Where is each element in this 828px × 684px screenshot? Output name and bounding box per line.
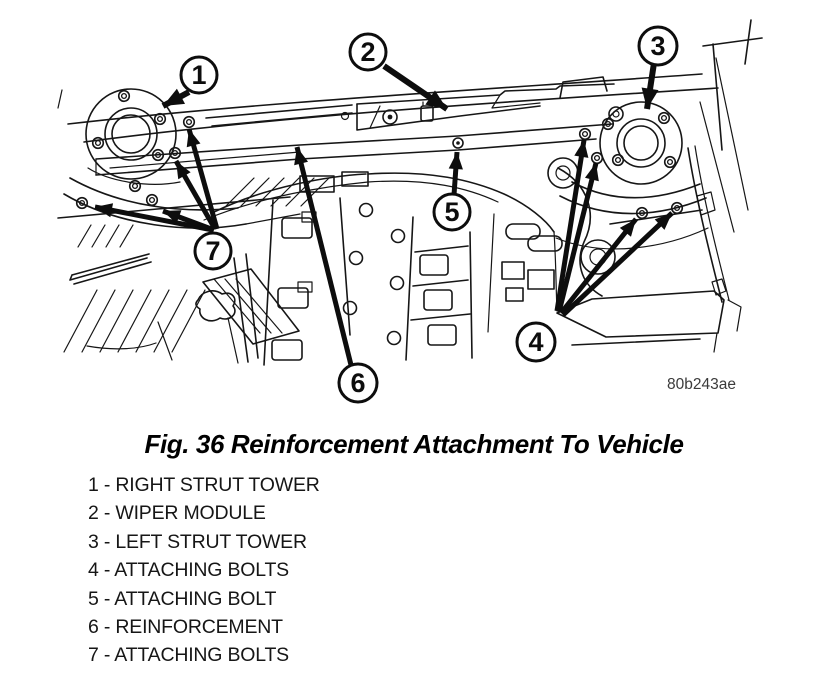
figure-36-diagram: 1 2 3 4 5 6 7 — [57, 19, 763, 404]
legend-item-1: 1 - RIGHT STRUT TOWER — [88, 474, 320, 496]
drawing-code: 80b243ae — [667, 376, 736, 393]
figure-caption: Fig. 36 Reinforcement Attachment To Vehi… — [144, 429, 684, 459]
callout-5: 5 — [432, 192, 472, 232]
callout-4-number: 4 — [528, 327, 543, 357]
engine-detail-left — [57, 172, 555, 363]
hoses-and-relays — [487, 157, 616, 333]
callout-3: 3 — [637, 25, 679, 67]
intake-runners — [157, 171, 473, 366]
legend-item-5: 5 - ATTACHING BOLT — [88, 587, 277, 610]
fender-and-apillar — [687, 19, 763, 303]
callout-2-number: 2 — [360, 37, 375, 67]
callout-4-arrows — [554, 139, 674, 317]
callout-1-number: 1 — [191, 60, 206, 90]
callout-4: 4 — [515, 321, 557, 363]
callout-5-arrow — [448, 151, 463, 196]
legend-item-2: 2 - WIPER MODULE — [88, 502, 266, 525]
callout-7-number: 7 — [205, 236, 220, 266]
callout-2-arrow — [382, 63, 449, 112]
callout-6: 6 — [337, 362, 379, 404]
right-strut-tower — [63, 88, 301, 229]
callout-5-number: 5 — [444, 197, 459, 227]
callout-7: 7 — [193, 231, 233, 271]
callout-6-arrow — [294, 146, 354, 366]
wiper-module — [356, 76, 624, 131]
reinforcement-bar — [95, 111, 613, 176]
callout-7-arrows — [94, 128, 220, 233]
callout-1: 1 — [179, 55, 219, 95]
callout-3-number: 3 — [650, 31, 665, 61]
callout-2: 2 — [348, 32, 388, 72]
legend-item-4: 4 - ATTACHING BOLTS — [88, 559, 289, 582]
callout-6-number: 6 — [350, 368, 365, 398]
callout-1-arrow — [161, 88, 191, 109]
legend-item-3: 3 - LEFT STRUT TOWER — [88, 530, 307, 553]
callout-3-arrow — [641, 62, 659, 110]
engine-bay-line-art: 1 2 3 4 5 6 7 — [57, 19, 763, 404]
bottom-right-panel — [556, 290, 742, 353]
legend-list: 1 - RIGHT STRUT TOWER 2 - WIPER MODULE 3… — [88, 471, 320, 670]
legend-item-6: 6 - REINFORCEMENT — [88, 616, 283, 639]
legend-item-7: 7 - ATTACHING BOLTS — [88, 644, 289, 667]
